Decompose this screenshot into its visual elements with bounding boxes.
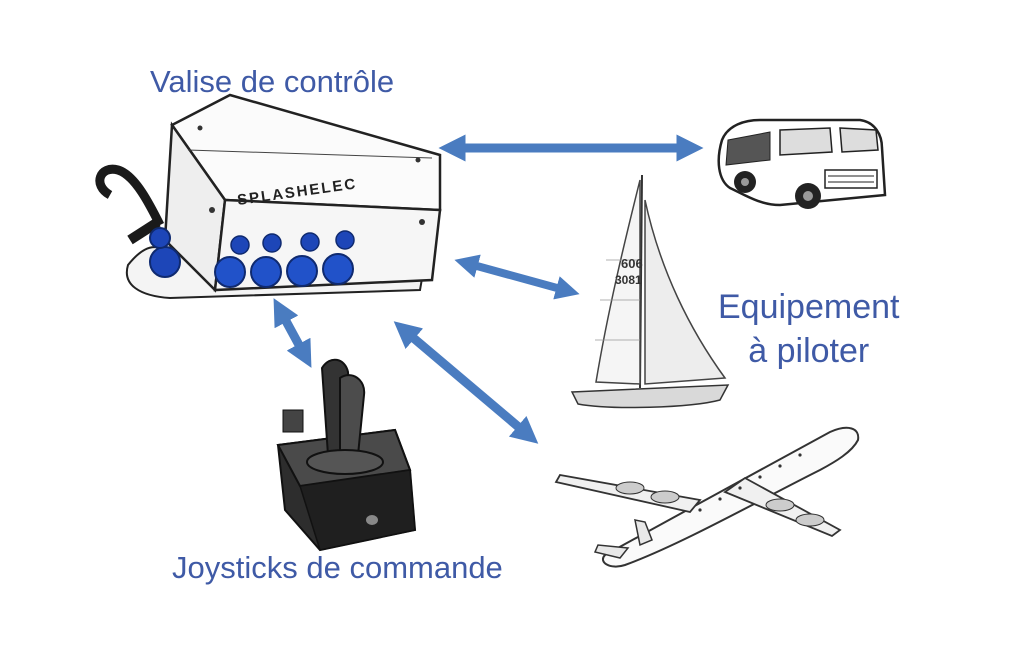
arrow-box-airplane [393, 321, 539, 444]
arrow-box-sailboat [454, 254, 580, 300]
label-equipement-line1: Equipement [718, 288, 900, 326]
arrows [273, 134, 704, 444]
label-joysticks-de-commande: Joysticks de commande [172, 550, 503, 585]
joystick-icon [276, 358, 417, 552]
control-box-icon: SPLASHELEC [95, 93, 442, 300]
airplane-icon [554, 426, 860, 568]
camper-van-icon [717, 118, 887, 209]
sailboat-icon: 606 3081 [570, 174, 730, 409]
arrow-box-joystick [273, 298, 312, 368]
label-equipement-line2: à piloter [748, 332, 870, 370]
label-valise-de-controle: Valise de contrôle [150, 64, 395, 99]
label-equipement-a-piloter: Equipement à piloter [718, 285, 899, 373]
sail-number-2: 3081 [615, 273, 642, 287]
sail-number-1: 606 [621, 256, 643, 271]
